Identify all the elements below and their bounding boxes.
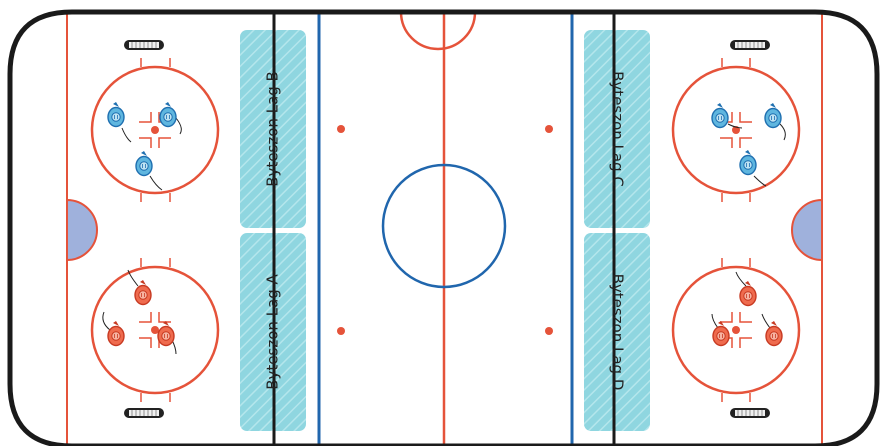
neutral-dot [545,125,553,133]
goal-crease-left [67,200,97,260]
faceoff-circle-top-right [673,58,799,202]
goal-net-top-left [124,40,164,50]
faceoff-circle-top-left [92,58,218,202]
zone-d-label: Byteszon Lag D [609,274,627,391]
player-blue-icon[interactable] [765,103,785,140]
player-red-icon[interactable] [158,321,176,354]
zone-b-label: Byteszon Lag B [264,71,282,187]
player-red-icon[interactable] [762,314,782,346]
zone-a-label: Byteszon Lag A [264,274,282,390]
goal-net-bottom-left [124,408,164,418]
player-red-icon[interactable] [736,272,756,306]
neutral-dot [545,327,553,335]
player-red-icon[interactable] [103,312,124,346]
zone-c-label: Byteszon Lag C [609,71,627,187]
neutral-dot [337,125,345,133]
player-blue-icon[interactable] [740,150,766,186]
goal-net-bottom-right [730,408,770,418]
player-red-icon[interactable] [712,314,729,346]
referee-crease [401,12,475,49]
goal-crease-right [792,200,822,260]
player-blue-icon[interactable] [160,102,181,134]
player-red-icon[interactable] [128,270,151,305]
player-blue-icon[interactable] [136,151,162,190]
player-blue-icon[interactable] [712,103,742,128]
goal-net-top-right [730,40,770,50]
neutral-dot [337,327,345,335]
player-blue-icon[interactable] [108,102,131,142]
